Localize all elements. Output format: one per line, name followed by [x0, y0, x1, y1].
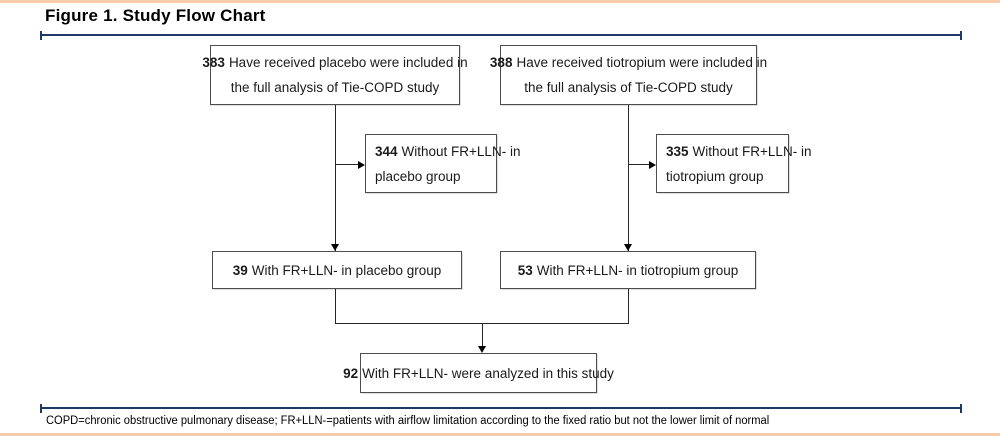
- node-number: 388: [489, 55, 513, 70]
- arrow-right-icon: [358, 160, 365, 169]
- connector-placebo-merge-stub: [335, 289, 336, 323]
- connector-placebo-vertical: [335, 105, 336, 251]
- connector-tiotropium-merge-stub: [628, 289, 629, 323]
- node-label: With FR+LLN- were analyzed in this study: [362, 365, 614, 381]
- bottom-rule-line: [42, 407, 960, 409]
- connector-analyzed-vertical: [482, 323, 483, 346]
- arrow-right-icon: [649, 160, 656, 169]
- node-label: Have received tiotropium were included i…: [516, 55, 768, 70]
- top-rule: [40, 31, 962, 40]
- node-label: Have received placebo were included in: [228, 55, 468, 70]
- bottom-rule: [40, 404, 962, 413]
- connector-placebo-branch: [335, 164, 358, 165]
- node-text-line: the full analysis of Tie-COPD study: [524, 80, 733, 95]
- top-rule-line: [42, 34, 960, 36]
- connector-tiotropium-branch: [628, 164, 649, 165]
- node-number: 53: [517, 262, 533, 278]
- node-number: 344: [375, 143, 398, 159]
- arrow-down-icon: [624, 244, 632, 251]
- connector-tiotropium-vertical: [628, 105, 629, 251]
- top-accent-border: [0, 0, 1000, 3]
- node-number: 383: [202, 55, 225, 70]
- node-text-line: the full analysis of Tie-COPD study: [230, 80, 440, 95]
- node-label: With FR+LLN- in tiotropium group: [536, 262, 739, 278]
- arrow-down-icon: [478, 346, 486, 353]
- arrow-down-icon: [331, 244, 339, 251]
- bottom-accent-border: [0, 433, 1000, 436]
- figure-footnote: COPD=chronic obstructive pulmonary disea…: [46, 415, 770, 427]
- node-label: Without FR+LLN- in: [692, 143, 812, 159]
- node-number: 92: [343, 365, 359, 381]
- node-text-line: placebo group: [375, 168, 461, 184]
- node-label: With FR+LLN- in placebo group: [251, 262, 442, 278]
- node-number: 335: [666, 143, 689, 159]
- node-text-line: tiotropium group: [666, 168, 764, 184]
- node-label: Without FR+LLN- in: [401, 143, 521, 159]
- node-number: 39: [232, 262, 248, 278]
- figure-title: Figure 1. Study Flow Chart: [45, 6, 266, 25]
